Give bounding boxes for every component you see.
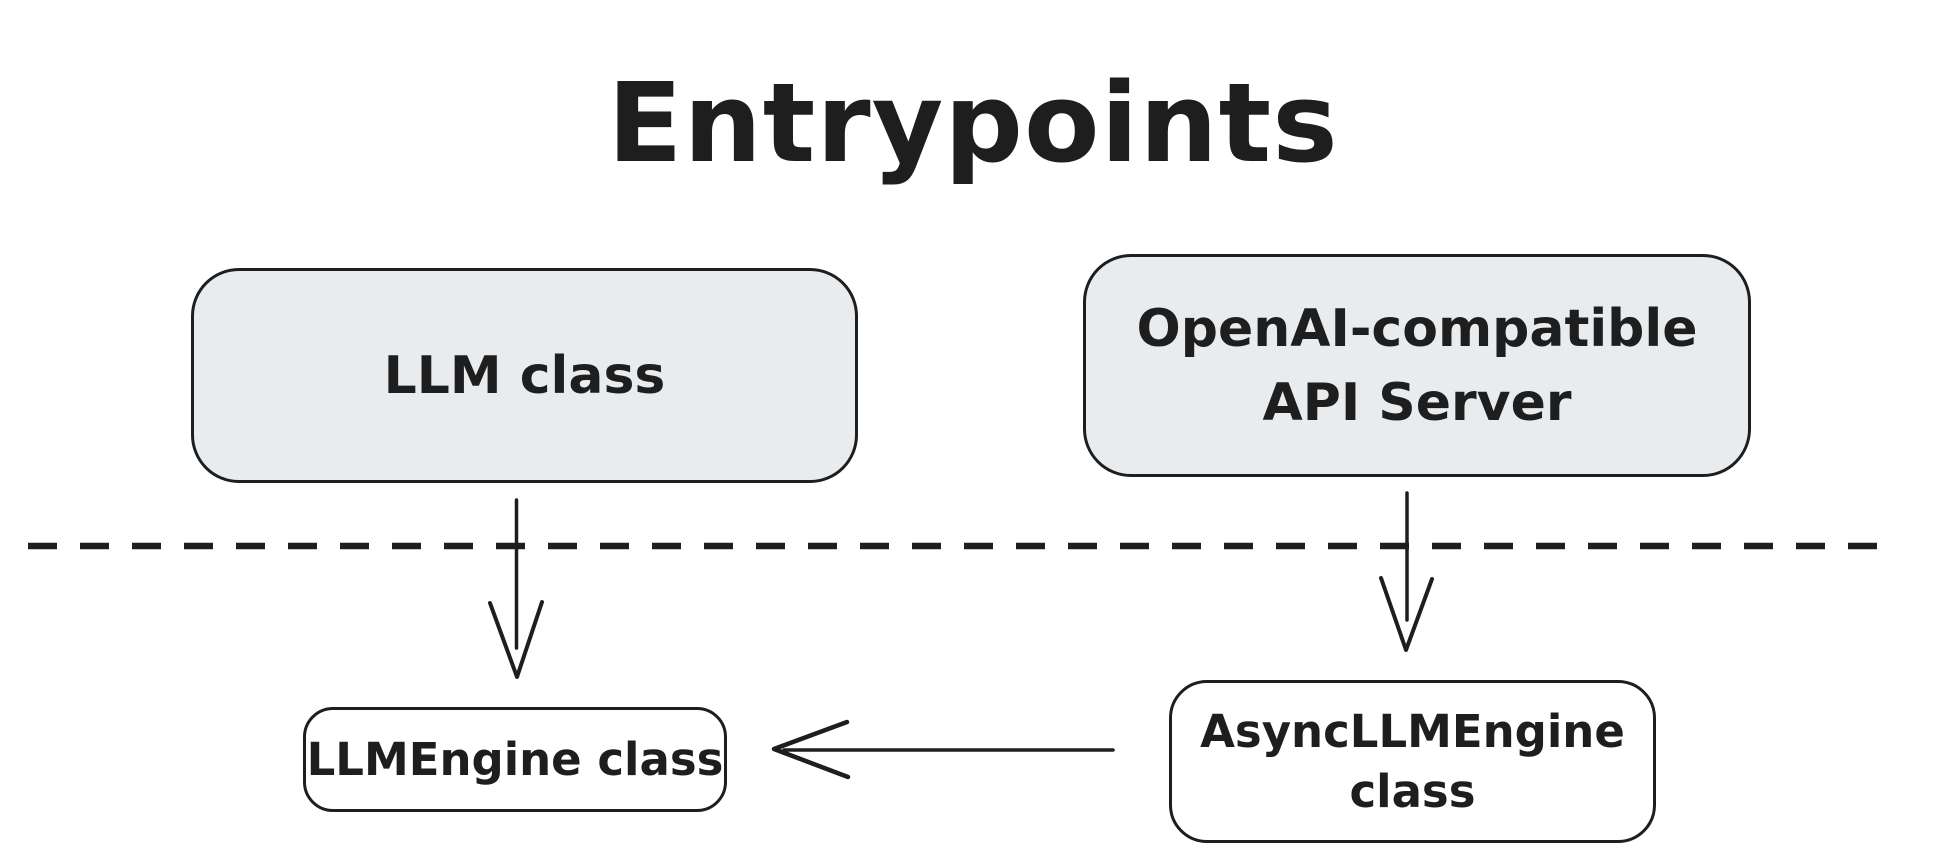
node-llm-class-label: LLM class (383, 345, 666, 406)
arrow-apiserver-to-asyncllmengine (1379, 491, 1434, 652)
node-llmengine-class-label: LLMEngine class (306, 733, 724, 786)
node-llmengine-class: LLMEngine class (303, 707, 727, 812)
diagram-title: Entrypoints (607, 59, 1339, 187)
node-asyncllmengine-class: AsyncLLMEngine class (1169, 680, 1656, 843)
node-openai-api-server-label-line1: OpenAI-compatible (1136, 298, 1698, 359)
node-asyncllmengine-class-label-line1: AsyncLLMEngine (1200, 704, 1625, 758)
node-openai-api-server: OpenAI-compatible API Server (1083, 254, 1751, 477)
node-openai-api-server-label-line2: API Server (1262, 372, 1572, 433)
arrow-asyncllmengine-to-llmengine (771, 719, 1115, 780)
node-asyncllmengine-class-label-line2: class (1349, 764, 1476, 818)
node-llm-class: LLM class (191, 268, 858, 483)
arrow-llm-to-llmengine (488, 498, 544, 679)
